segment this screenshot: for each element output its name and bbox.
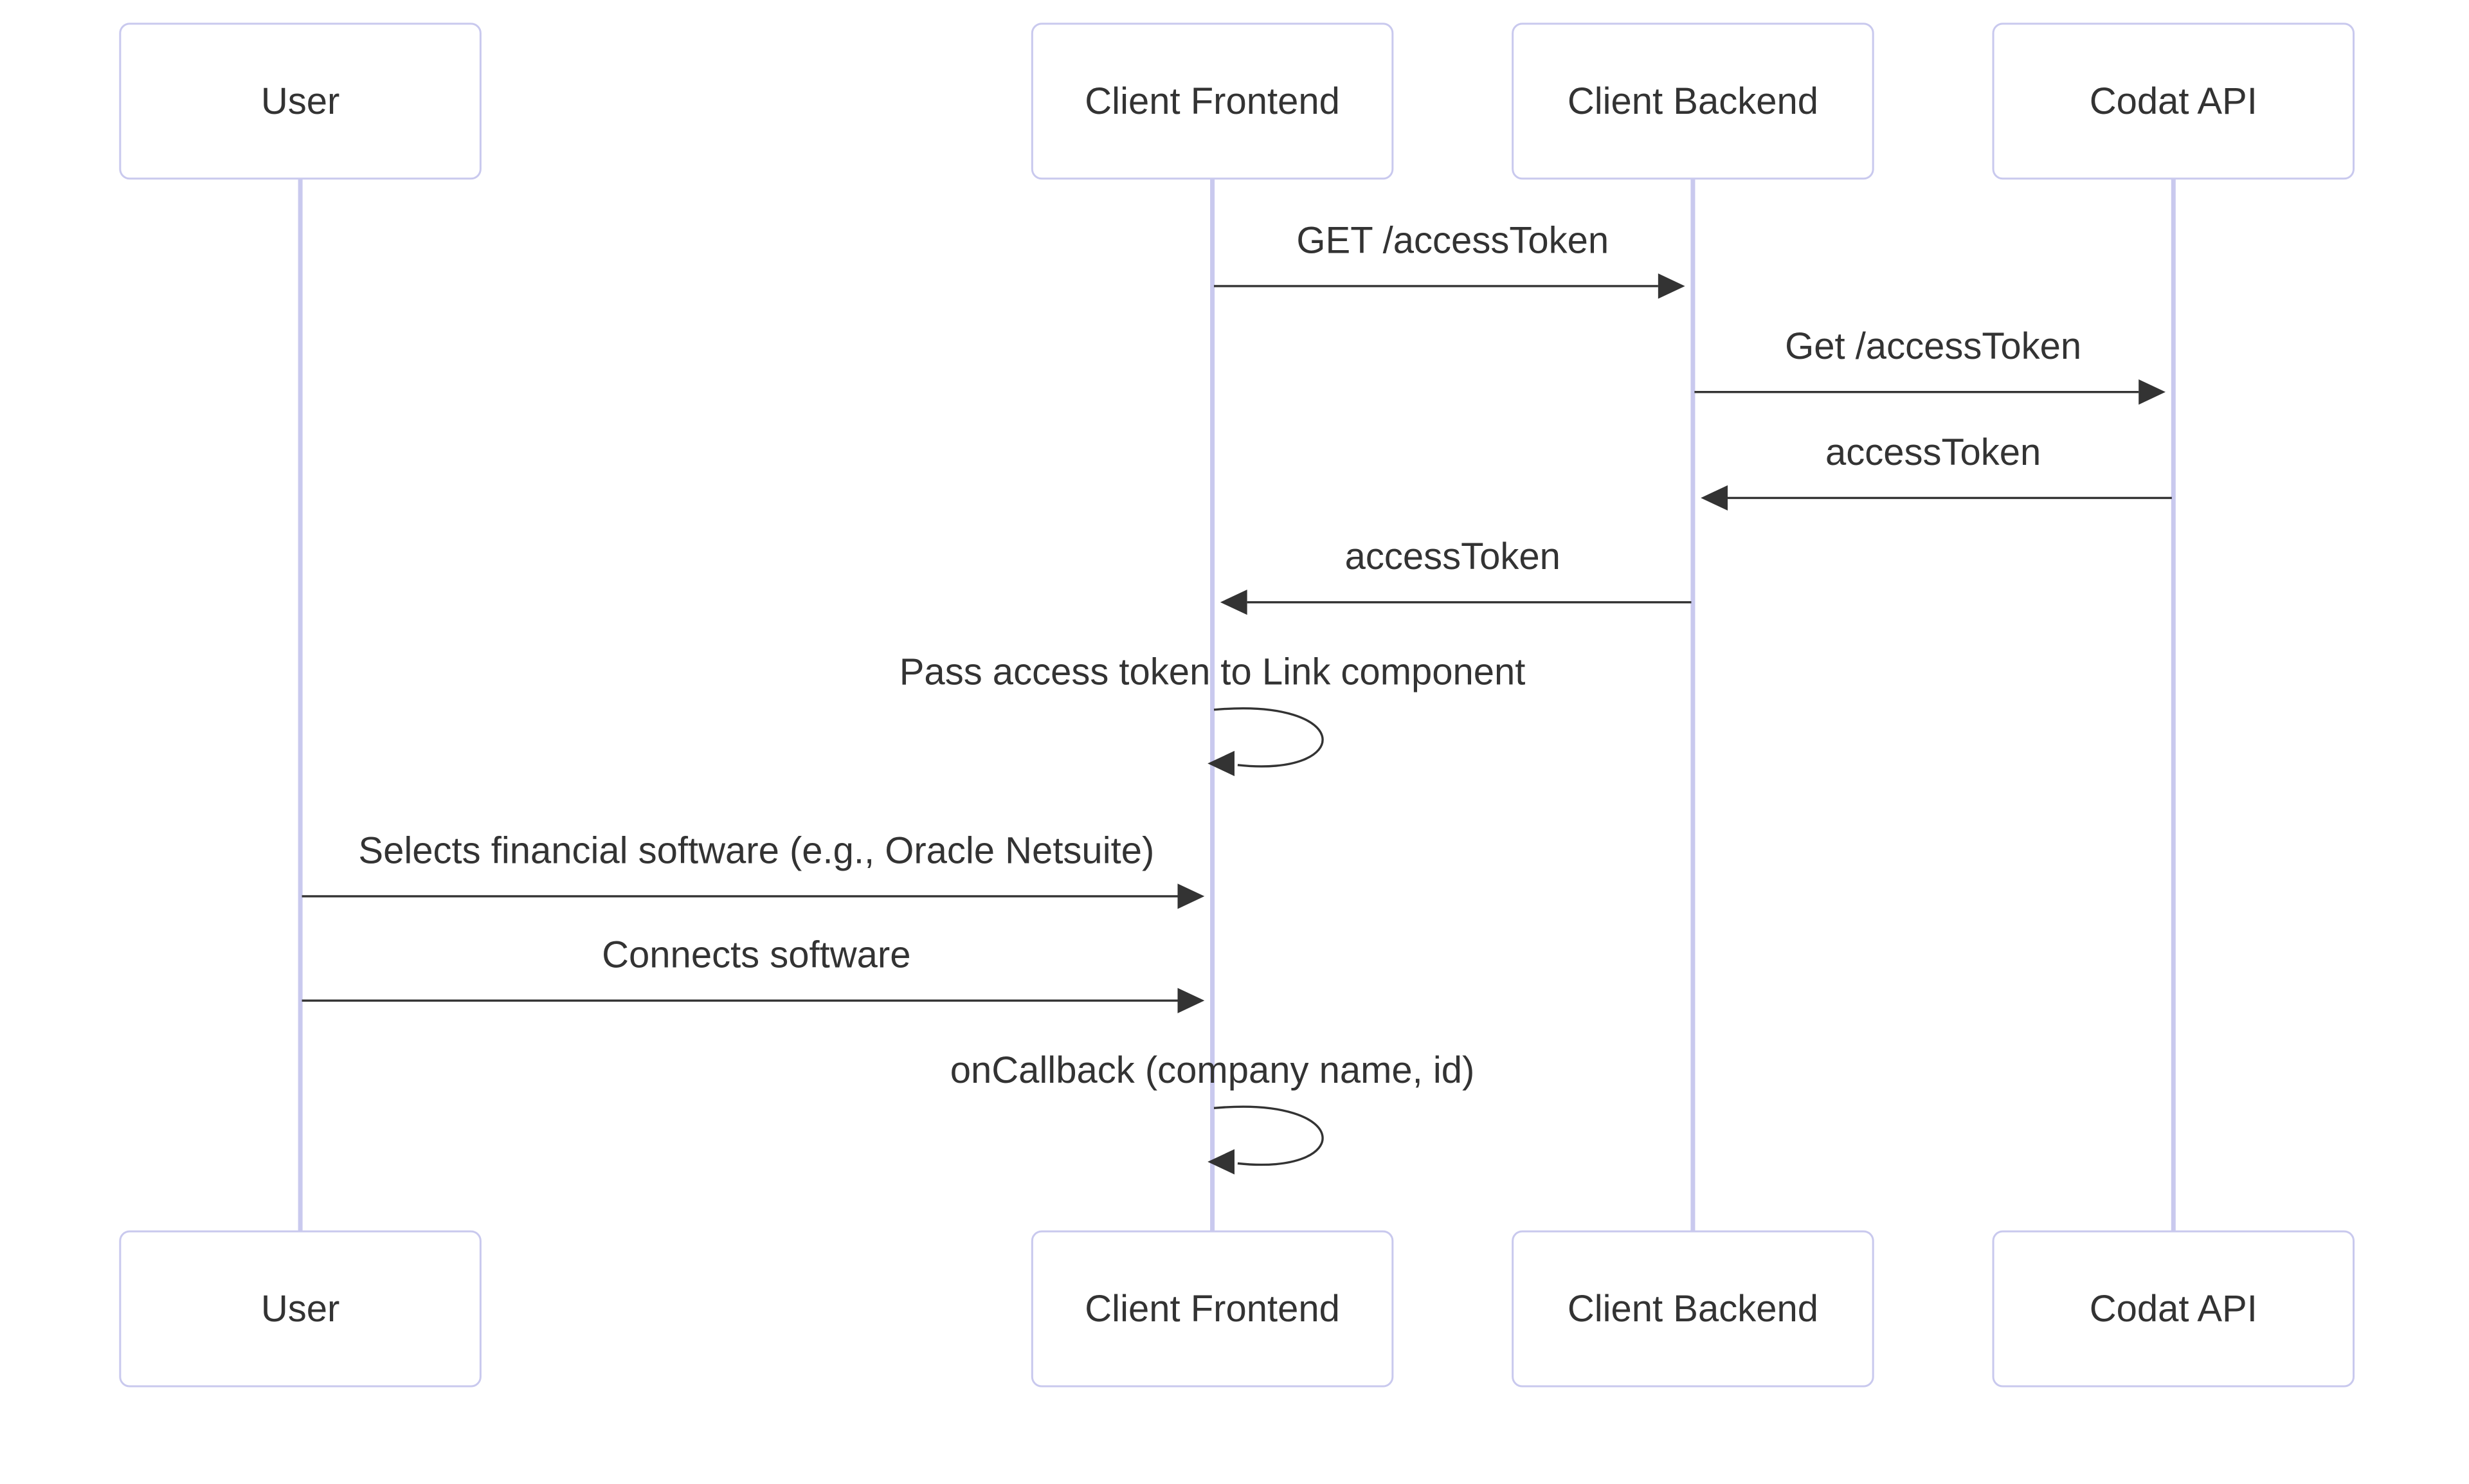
actor-box bbox=[1031, 23, 1394, 180]
message-label: onCallback (company name, id) bbox=[950, 1049, 1475, 1091]
actor-box bbox=[1992, 23, 2355, 180]
actor-box bbox=[1512, 1230, 1874, 1388]
message-1: GET /accessToken bbox=[1214, 219, 1685, 299]
message-label: Selects financial software (e.g., Oracle… bbox=[358, 829, 1154, 871]
actor-box bbox=[1992, 1230, 2355, 1388]
message-6: Selects financial software (e.g., Oracle… bbox=[302, 829, 1205, 909]
message-4: accessToken bbox=[1220, 536, 1692, 615]
actor-box bbox=[1512, 23, 1874, 180]
message-label: Get /accessToken bbox=[1785, 325, 2081, 367]
message-3: accessToken bbox=[1701, 431, 2172, 511]
message-label: Pass access token to Link component bbox=[900, 651, 1526, 692]
actor-bottom-codat: Codat API bbox=[1992, 1230, 2355, 1388]
actor-top-backend: Client Backend bbox=[1512, 23, 1874, 180]
message-label: Connects software bbox=[602, 934, 910, 976]
arrowhead bbox=[1177, 883, 1205, 909]
actor-box bbox=[1031, 1230, 1394, 1388]
message-5: Pass access token to Link component bbox=[900, 651, 1526, 777]
arrowhead bbox=[1177, 988, 1205, 1013]
actor-top-frontend: Client Frontend bbox=[1031, 23, 1394, 180]
actor-label: User bbox=[261, 80, 339, 122]
actor-label: Client Frontend bbox=[1085, 1288, 1340, 1330]
actor-label: Codat API bbox=[2090, 80, 2257, 122]
actor-bottom-backend: Client Backend bbox=[1512, 1230, 1874, 1388]
arrowhead bbox=[1220, 589, 1247, 615]
arrowhead bbox=[1701, 485, 1728, 511]
message-label: GET /accessToken bbox=[1296, 219, 1609, 261]
message-7: Connects software bbox=[302, 934, 1205, 1013]
actor-label: Client Frontend bbox=[1085, 80, 1340, 122]
actor-top-codat: Codat API bbox=[1992, 23, 2355, 180]
message-2: Get /accessToken bbox=[1694, 325, 2166, 405]
actor-bottom-frontend: Client Frontend bbox=[1031, 1230, 1394, 1388]
arrowhead bbox=[1658, 273, 1685, 299]
self-loop bbox=[1213, 707, 1324, 768]
actor-label: User bbox=[261, 1288, 339, 1330]
arrowhead bbox=[1207, 750, 1234, 777]
actor-bottom-user: User bbox=[119, 1230, 482, 1388]
actor-box bbox=[119, 1230, 482, 1388]
self-loop bbox=[1213, 1105, 1324, 1166]
actor-label: Client Backend bbox=[1568, 80, 1818, 122]
arrowhead bbox=[1207, 1149, 1234, 1175]
actor-box bbox=[119, 23, 482, 180]
message-label: accessToken bbox=[1345, 536, 1560, 577]
actor-label: Client Backend bbox=[1568, 1288, 1818, 1330]
actor-top-user: User bbox=[119, 23, 482, 180]
arrowhead bbox=[2139, 379, 2166, 405]
message-label: accessToken bbox=[1825, 431, 2041, 473]
actor-label: Codat API bbox=[2090, 1288, 2257, 1330]
message-8: onCallback (company name, id) bbox=[950, 1049, 1475, 1175]
